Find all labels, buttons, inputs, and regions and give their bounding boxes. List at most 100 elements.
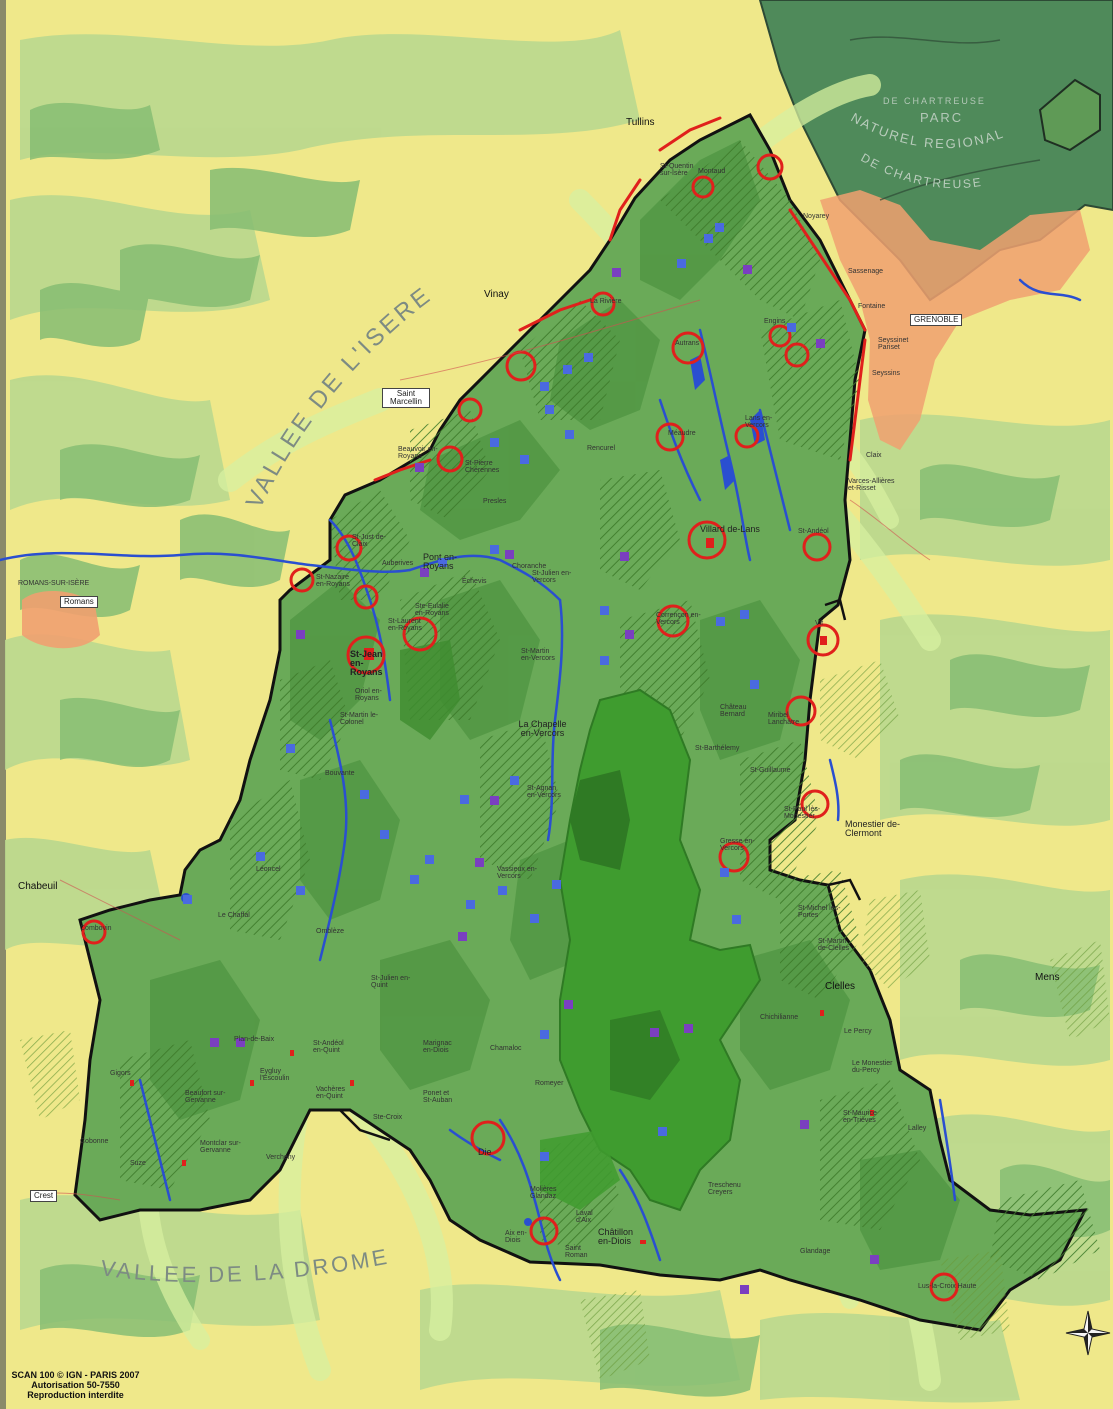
place-monestier: Monestier de-Clermont [845, 819, 901, 838]
chartreuse-top-label: DE CHARTREUSE [883, 96, 986, 106]
place-suze: Suze [130, 1160, 146, 1167]
chartreuse-contours [849, 36, 1041, 201]
place-montclar: Montclar sur-Gervanne [200, 1140, 241, 1154]
hotspot-circle-icon [691, 175, 715, 199]
place-ombleze: Omblèze [316, 928, 345, 935]
place-st-laurent: St-Laurent en-Royans [388, 618, 422, 632]
hotspot-circle-icon [671, 331, 705, 365]
hotspot-circle-icon [785, 695, 817, 727]
place-presles: Presles [483, 498, 507, 505]
place-vassieux: Vassieux en-Vercors [497, 866, 537, 880]
place-st-roman: Saint Roman [565, 1245, 588, 1259]
place-choranche: Choranche [512, 563, 547, 570]
place-gresse: Gresse en-Vercors [720, 838, 755, 852]
place-gigors: Gigors [110, 1070, 131, 1077]
place-oriol: Oriol en-Royans [355, 688, 382, 702]
hotspot-circle-icon [81, 919, 107, 945]
place-seyssins: Seyssins [872, 370, 901, 377]
place-leoncel: Léoncel [256, 866, 281, 873]
drome-valley-label: VALLEE DE LA DROME [99, 1244, 391, 1288]
place-le-chaffal: Le Chaffal [218, 912, 250, 919]
settlement-dots [130, 538, 874, 1244]
credits-line-2: Autorisation 50-7550 [31, 1380, 120, 1390]
hotspot-circle-icon [800, 789, 830, 819]
place-st-jean: St-Jean en-Royans [350, 649, 383, 677]
place-st-martin: St-Martin en-Vercors [521, 648, 555, 662]
place-st-julien-quint: St-Julien en-Quint [371, 975, 411, 989]
place-la-chapelle: La Chapelle en-Vercors [518, 719, 567, 738]
place-lalley: Lalley [908, 1125, 927, 1132]
place-cobonne: Cobonne [80, 1138, 109, 1145]
escarpment-lines [373, 116, 867, 482]
credits-line-1: SCAN 100 © IGN - PARIS 2007 [11, 1370, 140, 1380]
place-die: Die [478, 1147, 492, 1157]
place-laval: Laval d'Aix [576, 1210, 593, 1224]
place-glandage: Glandage [800, 1248, 831, 1255]
hotspot-circle-icon [756, 153, 784, 181]
place-meaudre: Méaudre [668, 430, 696, 437]
place-treschenu: Treschenu Creyers [708, 1182, 741, 1196]
place-saint-marcellin: Saint Marcellin [382, 388, 430, 408]
place-st-michel: St-Michel les-Portes [798, 905, 841, 919]
hotspot-circle-icon [734, 423, 760, 449]
hotspot-circle-icon [806, 623, 840, 657]
left-frame-strip [0, 0, 6, 1409]
place-pont-en-royans: Pont en-Royans [423, 552, 458, 571]
place-ste-croix: Ste-Croix [373, 1114, 403, 1121]
place-villard: Villard de-Lans [700, 524, 760, 534]
place-st-barthelemy: St-Barthélemy [695, 745, 740, 752]
place-beauvoir: Beauvoir en-Royans [398, 446, 438, 460]
place-chamaloc: Chamaloc [490, 1045, 522, 1052]
place-lans: Lans en-Vercors [745, 415, 773, 429]
place-grenoble: GRENOBLE [910, 314, 963, 326]
admin-boundaries [339, 598, 862, 1142]
place-fontaine: Fontaine [858, 303, 886, 310]
place-romans: Romans [60, 596, 98, 608]
place-la-riviere: La Rivière [590, 298, 622, 305]
place-chabeuil: Chabeuil [18, 881, 58, 892]
hotspot-circle-icon [335, 534, 363, 562]
reserve-south [540, 1130, 620, 1210]
place-ponet: Ponet et St-Auban [423, 1090, 453, 1104]
hotspot-circle-icon [289, 567, 315, 593]
rivers [0, 278, 1082, 1282]
lakes [181, 355, 765, 1226]
hotspot-circle-icon [457, 397, 483, 423]
place-crest: Crest [30, 1190, 58, 1202]
place-echevis: Échevis [462, 578, 487, 585]
chartreuse-park-label-2: DE CHARTREUSE [859, 150, 984, 191]
place-mens: Mens [1035, 972, 1060, 983]
place-st-maurice: St-Maurice en-Trièves [843, 1110, 877, 1124]
hotspot-circle-icon [590, 291, 616, 317]
hotspot-circle-icon [718, 841, 750, 873]
place-romeyer: Romeyer [535, 1080, 564, 1087]
place-st-pierre: St-Pierre Chérennes [465, 460, 500, 474]
hotspot-circle-icon [470, 1120, 506, 1156]
hotspot-circle-icon [768, 324, 792, 348]
place-chichilianne: Chichilianne [760, 1014, 799, 1021]
hotspot-circle-icon [802, 532, 832, 562]
place-molieres: Molières Glandaz [530, 1186, 557, 1200]
hotspot-circle-icon [929, 1272, 959, 1302]
place-sassenage: Sassenage [848, 268, 884, 275]
place-vacheres: Vachères en-Quint [316, 1086, 346, 1100]
place-ste-eulalie: Ste-Eulalie en-Royans [415, 603, 449, 617]
place-seyssinet: Seyssinet Pariset [878, 337, 909, 351]
place-chatillon: Châtillon en-Diois [598, 1227, 634, 1246]
place-clelles: Clelles [825, 981, 856, 992]
hatched-zones-outside [20, 660, 1110, 1380]
place-st-martin-le-colonel: St-Martin le-Colonel [340, 712, 379, 726]
place-st-agnan: St-Agnan en-Vercors [527, 785, 561, 799]
hotspot-circle-icon [687, 520, 727, 560]
hotspot-circle-icon [402, 616, 438, 652]
place-lus-la-croix-haute: Lus-la-Croix Haute [918, 1283, 977, 1290]
nature-reserve-core-2 [610, 1010, 680, 1100]
place-noyarey: Noyarey [803, 213, 830, 220]
hotspot-circle-icon [346, 635, 386, 675]
place-combovin: Combovin [80, 925, 112, 932]
place-chateau-bernard: Château Bernard [720, 704, 747, 718]
hotspot-circle-icon [656, 604, 690, 638]
place-plan-de-baix: Plan-de-Baix [234, 1036, 275, 1043]
compass-rose-icon [1065, 1310, 1111, 1356]
hotspot-circle-icon [436, 445, 464, 473]
